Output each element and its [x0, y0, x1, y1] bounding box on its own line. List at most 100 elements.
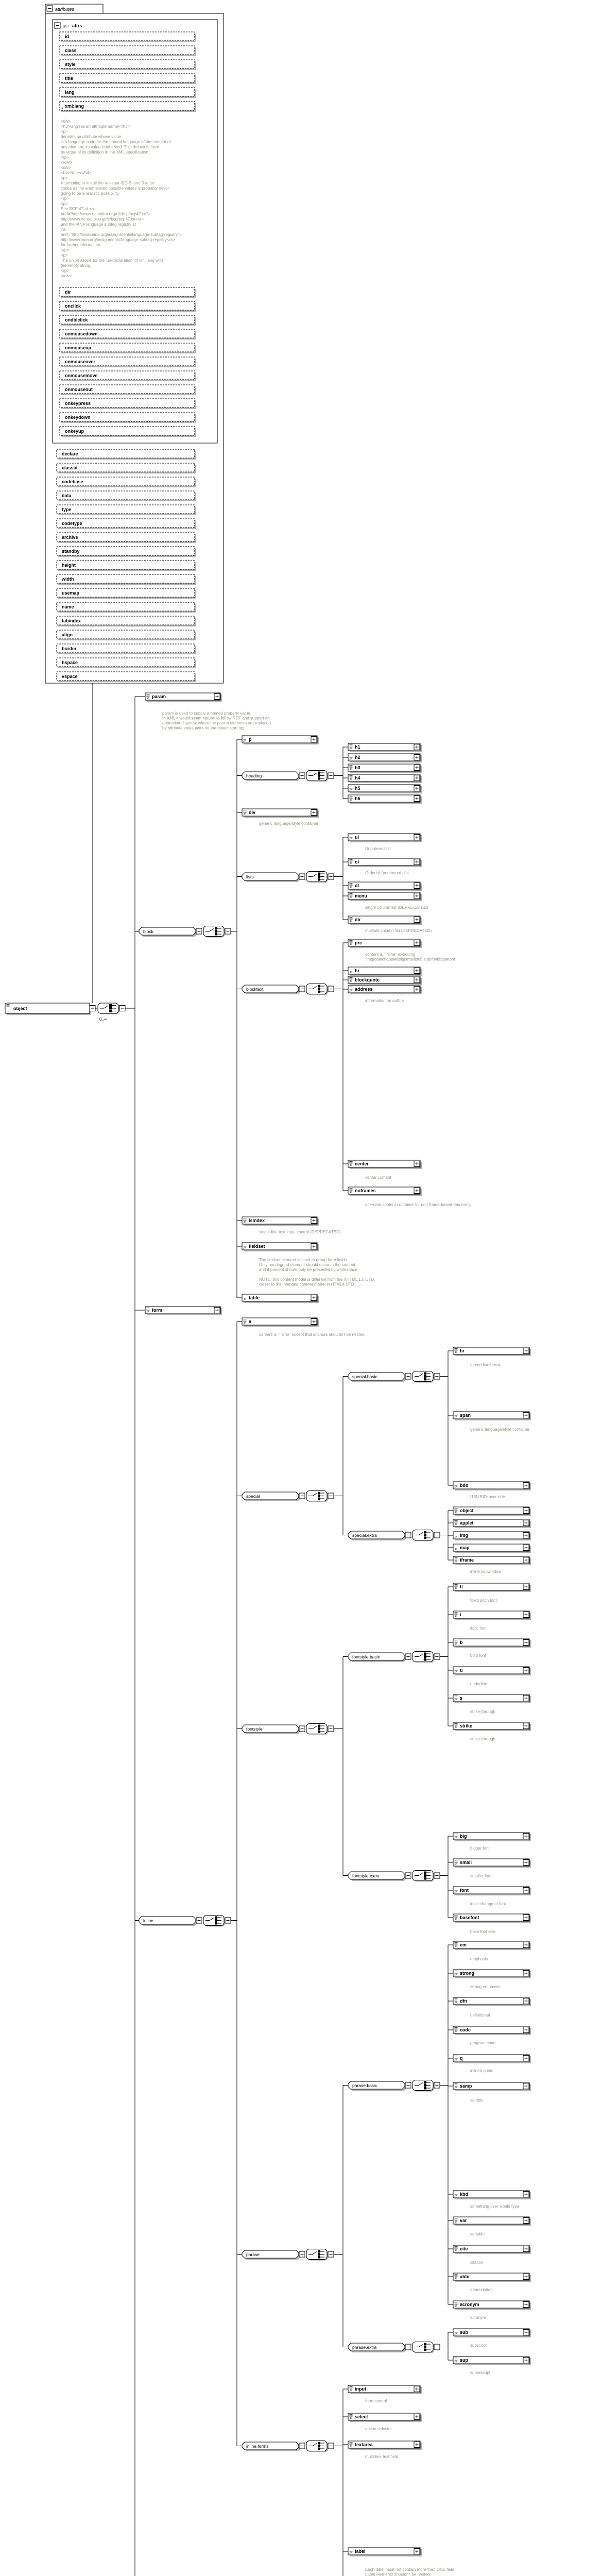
expand-button-param[interactable]: [214, 693, 220, 700]
expand-button-fontstyle.extra-children-collapse[interactable]: [434, 1872, 440, 1879]
expand-button-lists-collapse[interactable]: [299, 873, 305, 880]
expand-button-attributes-collapse[interactable]: [46, 5, 53, 12]
annotation-basefont: base font size: [470, 1929, 496, 1934]
expand-button-code[interactable]: [523, 2027, 529, 2033]
expand-button-form[interactable]: [214, 1307, 220, 1313]
expand-button-p[interactable]: [311, 736, 317, 742]
expand-button-select[interactable]: [414, 2414, 420, 2420]
expand-button-fontstyle.basic-children-collapse[interactable]: [434, 1653, 440, 1660]
expand-button-dl[interactable]: [414, 883, 420, 889]
svg-text:↗: ↗: [146, 697, 149, 701]
expand-button-var[interactable]: [523, 2217, 529, 2224]
expand-button-textarea[interactable]: [414, 2442, 420, 2448]
expand-button-h4[interactable]: [414, 775, 420, 781]
expand-button-blocktext-children-collapse[interactable]: [328, 986, 334, 992]
expand-button-applet[interactable]: [523, 1520, 529, 1526]
expand-button-dfn[interactable]: [523, 1998, 529, 2004]
expand-button-phrase.basic-collapse[interactable]: [405, 2082, 411, 2089]
expand-button-inline.forms-children-collapse[interactable]: [328, 2443, 334, 2449]
expand-button-menu[interactable]: [414, 893, 420, 899]
expand-button-samp[interactable]: [523, 2083, 529, 2089]
expand-button-strike[interactable]: [523, 1723, 529, 1729]
expand-button-isindex[interactable]: [311, 1217, 317, 1224]
expand-button-small[interactable]: [523, 1859, 529, 1866]
expand-button-fontstyle-children-collapse[interactable]: [328, 1725, 334, 1732]
expand-button-inline-children-collapse[interactable]: [225, 1917, 231, 1924]
expand-button-a[interactable]: [311, 1318, 317, 1325]
expand-button-heading-children-collapse[interactable]: [328, 772, 334, 779]
expand-button-dir[interactable]: [414, 917, 420, 923]
expand-button-phrase.basic-children-collapse[interactable]: [434, 2082, 440, 2089]
connector-lines-blocktext-children: [342, 942, 348, 1191]
expand-button-h5[interactable]: [414, 785, 420, 791]
expand-button-lists-children-collapse[interactable]: [328, 873, 334, 880]
expand-button-attrs-group-collapse[interactable]: [54, 22, 61, 29]
expand-button-pre[interactable]: [414, 940, 420, 946]
expand-button-cite[interactable]: [523, 2246, 529, 2252]
expand-button-object[interactable]: [89, 1005, 96, 1011]
expand-button-phrase.extra-collapse[interactable]: [405, 2344, 411, 2350]
expand-button-block-collapse[interactable]: [196, 928, 202, 935]
expand-button-br[interactable]: [523, 1348, 529, 1354]
expand-button-map[interactable]: [523, 1545, 529, 1551]
expand-button-phrase.extra-children-collapse[interactable]: [434, 2344, 440, 2350]
expand-button-acronym[interactable]: [523, 2301, 529, 2308]
expand-button-special-children-collapse[interactable]: [328, 1493, 334, 1499]
expand-button-font[interactable]: [523, 1887, 529, 1893]
expand-button-abbr[interactable]: [523, 2274, 529, 2280]
expand-button-blockquote[interactable]: [414, 977, 420, 983]
expand-button-big[interactable]: [523, 1833, 529, 1839]
expand-button-phrase-children-collapse[interactable]: [328, 2251, 334, 2258]
expand-button-noframes[interactable]: [414, 1188, 420, 1194]
expand-button-b[interactable]: [523, 1639, 529, 1646]
expand-button-fieldset[interactable]: [311, 1243, 317, 1249]
expand-button-fontstyle.basic-collapse[interactable]: [405, 1653, 411, 1660]
expand-button-special.extra-collapse[interactable]: [405, 1532, 411, 1538]
connector-lines-fontstyle.extra-children: [448, 1836, 453, 1918]
expand-button-img[interactable]: [523, 1532, 529, 1538]
expand-button-kbd[interactable]: [523, 2191, 529, 2197]
expand-button-fontstyle.extra-collapse[interactable]: [405, 1872, 411, 1879]
annotation-acronym: acronym: [470, 2315, 486, 2320]
expand-button-bdo[interactable]: [523, 1482, 529, 1488]
expand-button-basefont[interactable]: [523, 1914, 529, 1921]
expand-button-h6[interactable]: [414, 795, 420, 802]
expand-button-table[interactable]: [311, 1295, 317, 1301]
expand-button-heading-collapse[interactable]: [299, 772, 305, 779]
expand-button-u[interactable]: [523, 1667, 529, 1673]
expand-button-ul[interactable]: [414, 834, 420, 840]
expand-button-inline.forms-collapse[interactable]: [299, 2443, 305, 2449]
expand-button-s[interactable]: [523, 1695, 529, 1701]
expand-button-tt[interactable]: [523, 1584, 529, 1590]
expand-button-address[interactable]: [414, 986, 420, 992]
expand-button-h1[interactable]: [414, 744, 420, 750]
expand-button-special.extra-children-collapse[interactable]: [434, 1532, 440, 1538]
expand-button-input[interactable]: [414, 2386, 420, 2392]
expand-button-special.basic-collapse[interactable]: [405, 1373, 411, 1380]
expand-button-special-collapse[interactable]: [299, 1493, 305, 1499]
expand-button-ol[interactable]: [414, 859, 420, 865]
expand-button-blocktext-collapse[interactable]: [299, 986, 305, 992]
expand-button-phrase-collapse[interactable]: [299, 2251, 305, 2258]
expand-button-inline-collapse[interactable]: [196, 1917, 202, 1924]
expand-button-hr[interactable]: [414, 968, 420, 974]
expand-button-iframe[interactable]: [523, 1557, 529, 1563]
expand-button-block-children-collapse[interactable]: [225, 928, 231, 935]
expand-button-strong[interactable]: [523, 1970, 529, 1976]
expand-button-q[interactable]: [523, 2055, 529, 2061]
expand-button-div[interactable]: [311, 809, 317, 816]
expand-button-h3[interactable]: [414, 765, 420, 771]
expand-button-h2[interactable]: [414, 754, 420, 760]
expand-button-special.basic-children-collapse[interactable]: [434, 1373, 440, 1380]
expand-button-span[interactable]: [523, 1412, 529, 1418]
expand-button-sub[interactable]: [523, 2329, 529, 2335]
expand-button-em[interactable]: [523, 1942, 529, 1948]
expand-button-fontstyle-collapse[interactable]: [299, 1725, 305, 1732]
expand-button-object[interactable]: [523, 1507, 529, 1514]
svg-text:strike-through: strike-through: [470, 1709, 495, 1714]
expand-button-label[interactable]: [414, 2548, 420, 2554]
expand-button-center[interactable]: [414, 1161, 420, 1167]
expand-button-sup[interactable]: [523, 2357, 529, 2363]
expand-button-root-children-collapse[interactable]: [119, 1005, 126, 1011]
expand-button-i[interactable]: [523, 1612, 529, 1618]
